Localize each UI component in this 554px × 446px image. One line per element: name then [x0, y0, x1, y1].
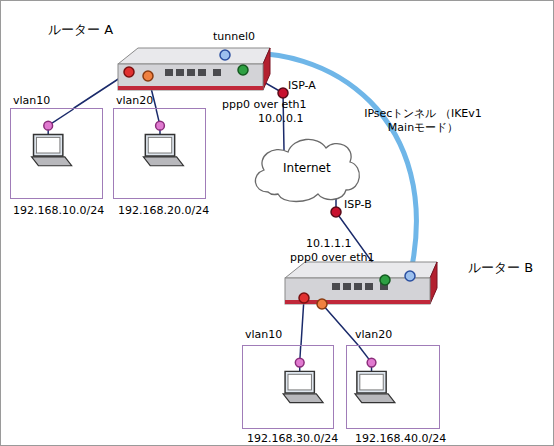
lan-illustration [347, 346, 439, 428]
cloud-label: Internet [283, 162, 331, 175]
laptop-base [32, 157, 72, 166]
vlan-name: vlan20 [355, 328, 392, 341]
cloud-path [255, 139, 359, 201]
vlan-name: vlan20 [116, 94, 153, 107]
router-port [176, 69, 184, 76]
router-side [430, 262, 437, 304]
vlan-name: vlan10 [13, 94, 50, 107]
vlan-box: vlan10192.168.10.0/24 [10, 108, 103, 199]
subnet-label: 192.168.40.0/24 [355, 432, 446, 445]
router-port [332, 283, 340, 290]
router-front [285, 278, 430, 304]
annotation-label: tunnel0 [213, 30, 255, 43]
laptop-display [288, 374, 311, 390]
interface-dot [380, 275, 390, 285]
annotation-label: ppp0 over eth1 [222, 98, 307, 111]
router-port [165, 69, 173, 76]
annotation-label: ISP-A [288, 79, 316, 92]
router-port [187, 69, 195, 76]
subnet-label: 192.168.10.0/24 [13, 204, 104, 217]
laptop-screen [357, 371, 386, 392]
interface-dot [299, 293, 309, 303]
router-illustration [280, 256, 440, 311]
laptop-screen [285, 371, 314, 392]
laptop-screen [34, 134, 63, 156]
annotation-label: 10.0.0.1 [258, 112, 303, 125]
vlan-name: vlan10 [245, 328, 282, 341]
lan-illustration [243, 346, 333, 428]
laptop-display [148, 137, 171, 153]
laptop-display [36, 137, 59, 153]
lan-dot [295, 358, 304, 367]
vlan-box: vlan10192.168.30.0/24 [242, 345, 334, 429]
subnet-label: 192.168.30.0/24 [247, 432, 338, 445]
vlan-box: vlan20192.168.40.0/24 [346, 345, 440, 429]
network-link [322, 304, 358, 345]
tunnel-label: IPsecトンネル （IKEv1 Mainモード） [364, 107, 482, 135]
interface-dot [405, 271, 415, 281]
laptop-display [360, 374, 383, 390]
laptop-screen [145, 134, 174, 156]
isp-b-dot [331, 207, 341, 217]
lan-dot [367, 358, 376, 367]
vlan-box: vlan20192.168.20.0/24 [113, 108, 206, 199]
isp-a-dot [278, 88, 288, 98]
interface-dot [317, 299, 327, 309]
annotation-label: 10.1.1.1 [306, 237, 351, 250]
annotation-label: ppp0 over eth1 [290, 251, 375, 264]
interface-dot [238, 65, 248, 75]
router-port [213, 69, 221, 76]
router-stripe [118, 86, 263, 90]
interface-dot [220, 50, 230, 60]
router-node: ルーター B [280, 256, 440, 311]
subnet-label: 192.168.20.0/24 [118, 204, 209, 217]
lan-illustration [11, 109, 102, 198]
router-top [118, 48, 270, 64]
router-port [198, 69, 206, 76]
network-link [301, 298, 304, 345]
lan-illustration [114, 109, 205, 198]
annotation-label: ISP-B [344, 198, 372, 211]
laptop-base [283, 394, 323, 403]
router-front [118, 64, 263, 90]
laptop-base [355, 394, 395, 403]
router-node: ルーター A [113, 42, 273, 97]
internet-cloud: Internet [248, 132, 366, 204]
router-side [263, 48, 270, 90]
router-name: ルーター B [468, 260, 533, 276]
interface-dot [124, 67, 134, 77]
router-port [365, 283, 373, 290]
laptop-base [143, 157, 183, 166]
lan-dot [44, 121, 53, 130]
router-port [354, 283, 362, 290]
lan-dot [156, 121, 165, 130]
router-name: ルーター A [48, 22, 113, 38]
interface-dot [143, 71, 153, 81]
router-illustration [113, 42, 273, 97]
router-port [343, 283, 351, 290]
